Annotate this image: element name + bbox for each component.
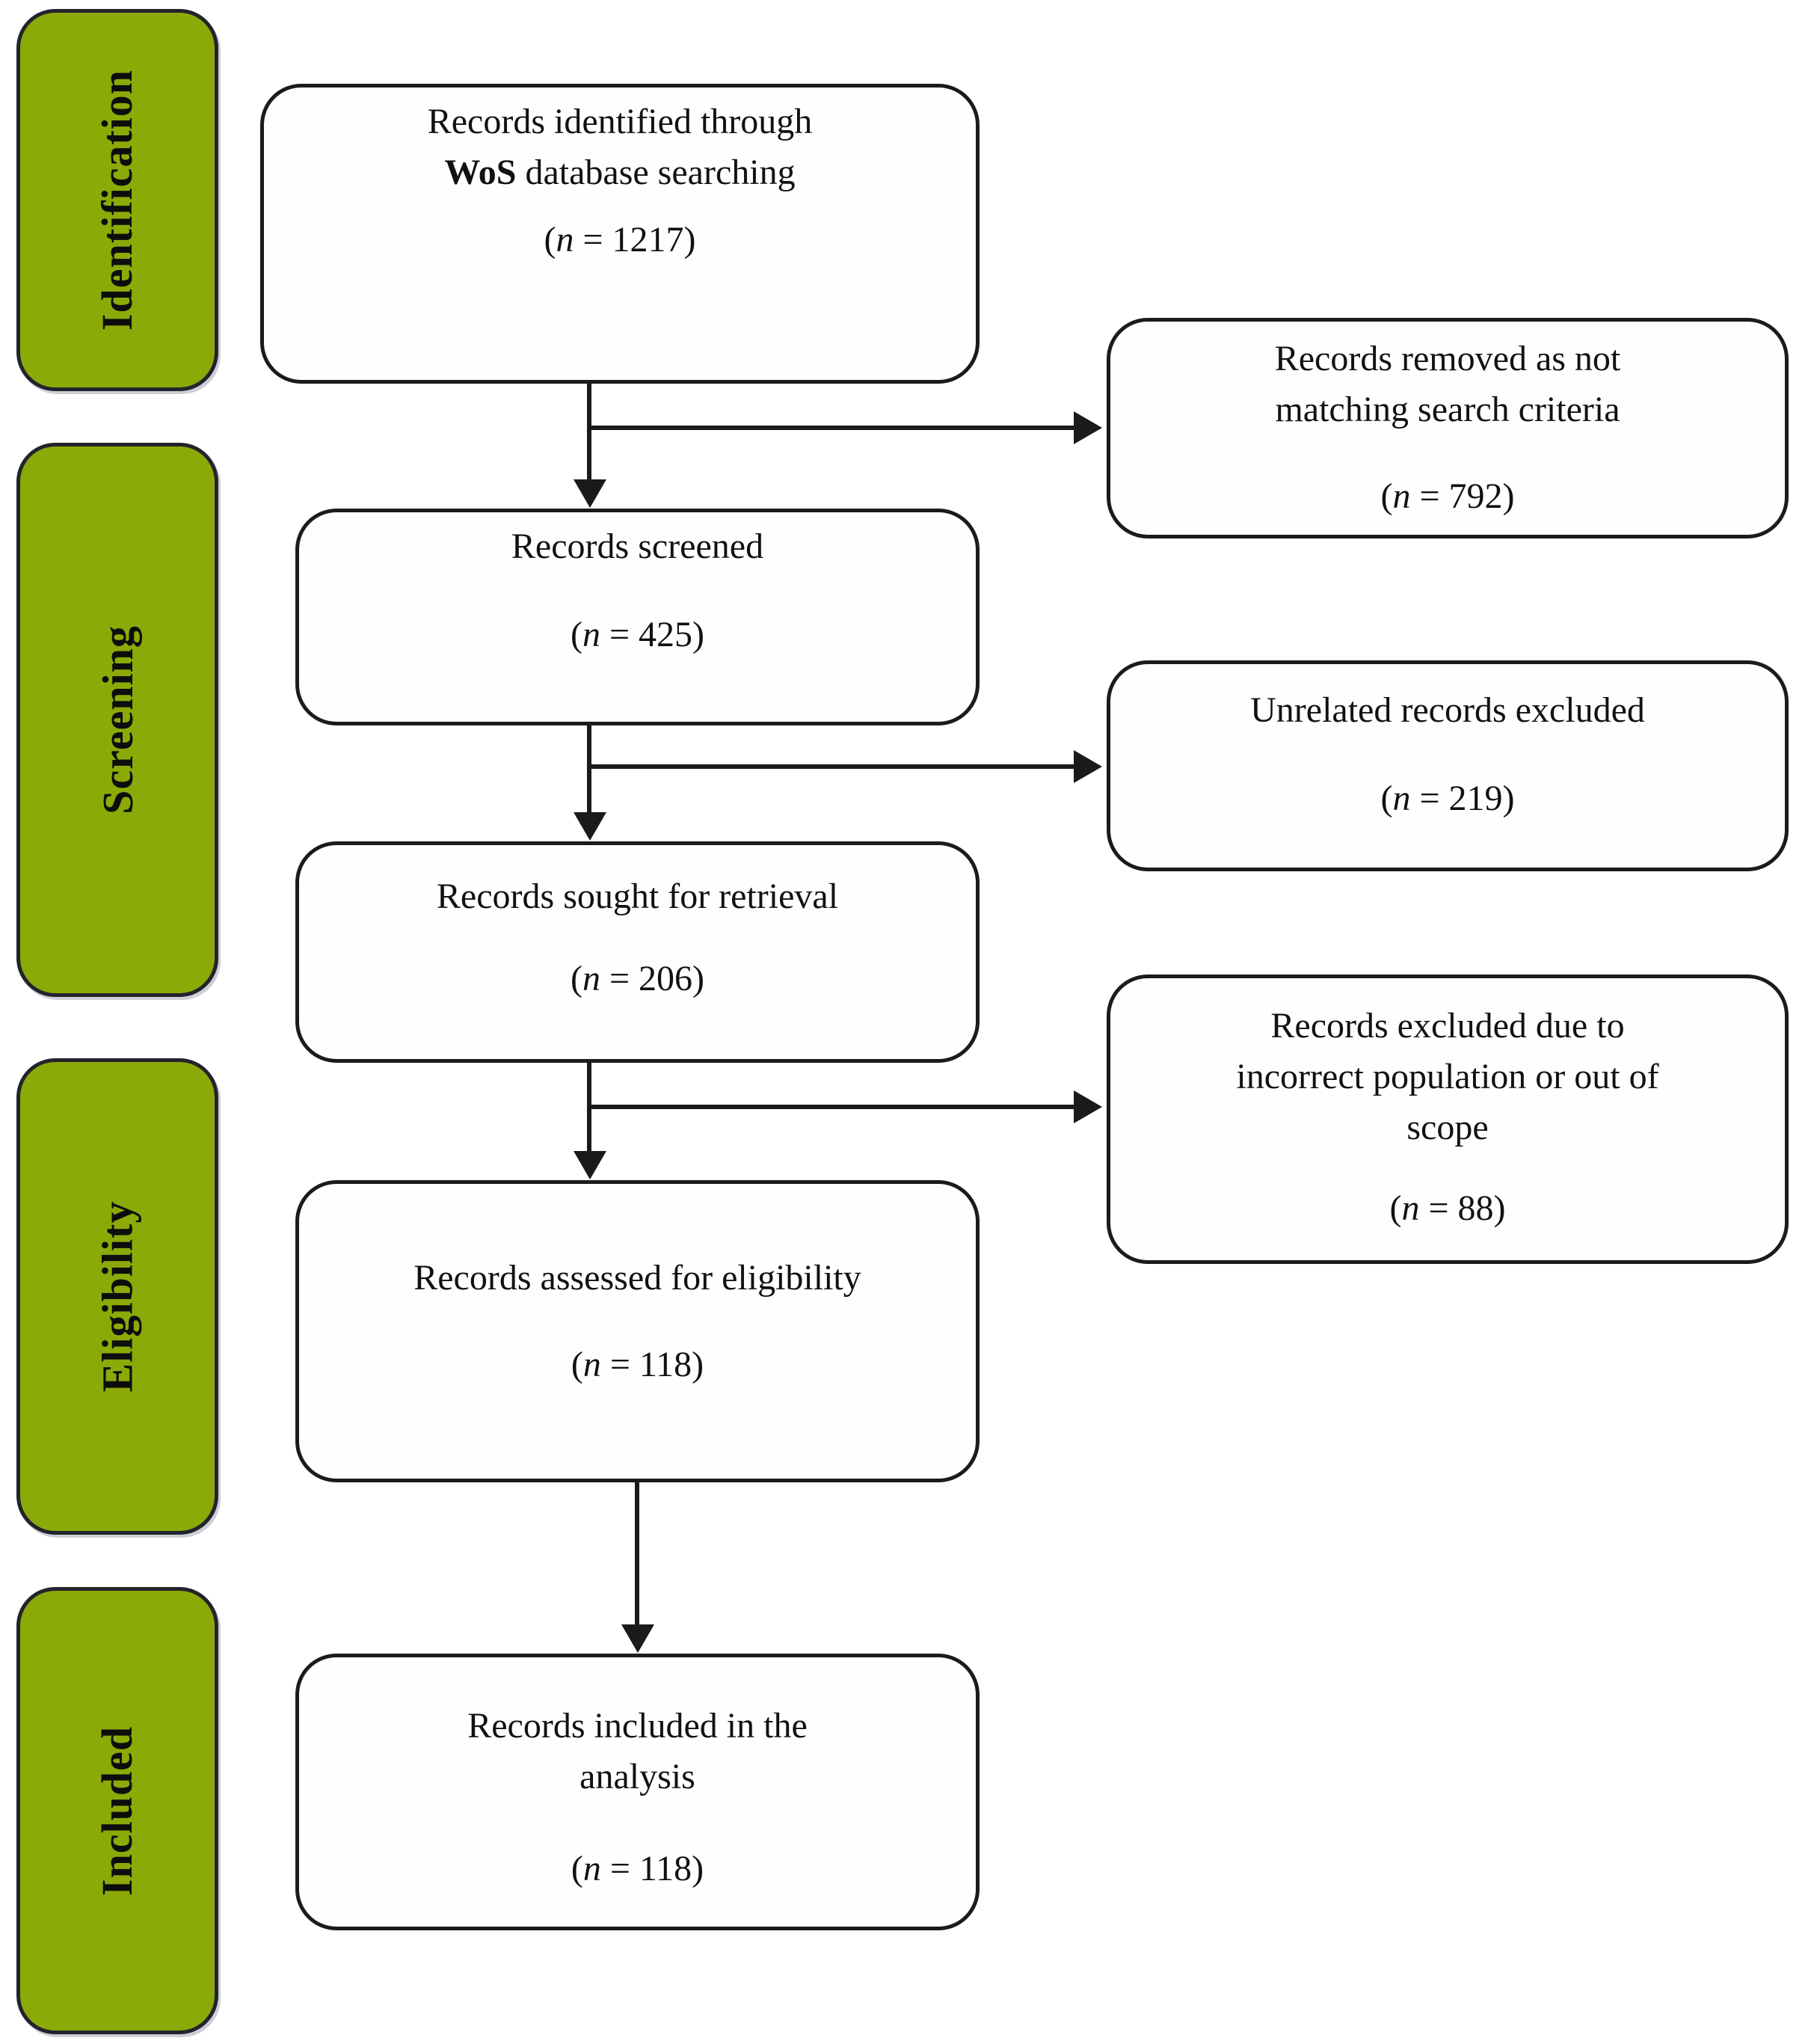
connector-to-records-removed: [589, 426, 1074, 430]
count-label: (n = 219): [1380, 779, 1515, 819]
count-label: (n = 206): [570, 959, 705, 999]
exclusion-box-out-of-scope: Records excluded due to incorrect popula…: [1107, 975, 1789, 1264]
stage-identification-label: Identification: [93, 69, 142, 331]
arrowhead-right-3: [1074, 1090, 1102, 1123]
stage-eligibility: Eligibility: [16, 1058, 218, 1535]
stage-identification: Identification: [16, 9, 218, 391]
count-label: (n = 1217): [544, 220, 696, 260]
count-label: (n = 792): [1380, 476, 1515, 517]
flow-box-records-assessed: Records assessed for eligibility (n = 11…: [295, 1180, 980, 1482]
stage-included-label: Included: [93, 1725, 142, 1896]
flow-box-records-identified: Records identified through WoS database …: [260, 84, 980, 384]
exclusion-box-unrelated-records: Unrelated records excluded (n = 219): [1107, 660, 1789, 871]
stage-screening-label: Screening: [93, 625, 142, 814]
arrowhead-down-2: [574, 812, 606, 841]
flow-box-records-sought-label: Records sought for retrieval: [436, 877, 839, 916]
connector-screened-to-sought: [587, 725, 591, 815]
arrowhead-down-1: [574, 479, 606, 508]
exclusion-box-unrelated-records-label: Unrelated records excluded: [1250, 690, 1645, 730]
stage-screening: Screening: [16, 443, 218, 997]
connector-identified-to-screened: [587, 384, 591, 482]
count-label: (n = 118): [571, 1849, 704, 1889]
connector-assessed-to-included: [635, 1482, 639, 1628]
flow-box-records-screened: Records screened (n = 425): [295, 509, 980, 725]
connector-to-unrelated-excluded: [589, 764, 1074, 769]
count-label: (n = 425): [570, 615, 705, 655]
flow-box-records-included-label: Records included in the analysis: [467, 1706, 808, 1797]
exclusion-box-records-removed: Records removed as not matching search c…: [1107, 318, 1789, 538]
stage-included: Included: [16, 1587, 218, 2034]
exclusion-box-records-removed-label: Records removed as not matching search c…: [1274, 339, 1621, 430]
flow-box-records-sought: Records sought for retrieval (n = 206): [295, 841, 980, 1063]
flow-box-records-included: Records included in the analysis (n = 11…: [295, 1654, 980, 1930]
arrowhead-right-1: [1074, 411, 1102, 444]
flow-box-records-identified-label: Records identified through WoS database …: [427, 102, 813, 193]
arrowhead-right-2: [1074, 750, 1102, 783]
arrowhead-down-4: [621, 1624, 654, 1653]
arrowhead-down-3: [574, 1151, 606, 1179]
stage-eligibility-label: Eligibility: [93, 1200, 142, 1393]
flow-box-records-assessed-label: Records assessed for eligibility: [413, 1258, 861, 1298]
flow-box-records-screened-label: Records screened: [511, 527, 764, 566]
connector-to-out-of-scope: [589, 1105, 1074, 1109]
exclusion-box-out-of-scope-label: Records excluded due to incorrect popula…: [1236, 1006, 1659, 1148]
count-label: (n = 88): [1389, 1188, 1506, 1229]
count-label: (n = 118): [571, 1345, 704, 1385]
